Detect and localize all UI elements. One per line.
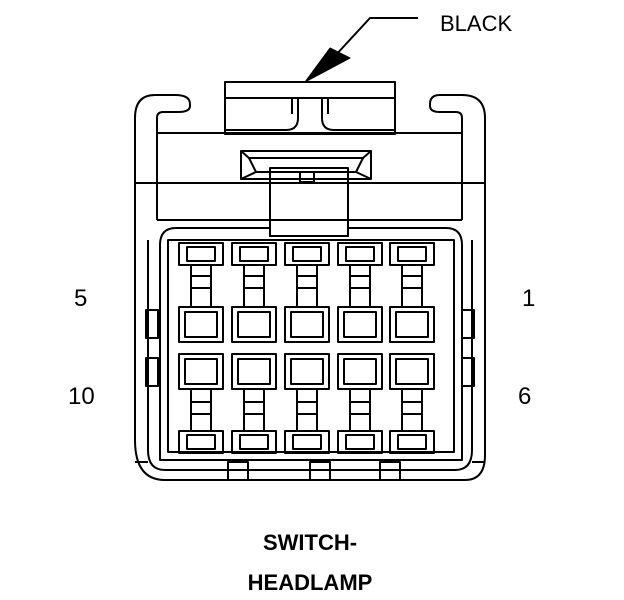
pin-cavity-part (397, 246, 427, 262)
pin-cavity-part (243, 264, 265, 308)
pin-label-6: 6 (518, 383, 531, 410)
title-line-2: HEADLAMP (248, 570, 373, 595)
pin-cavity-part (190, 388, 212, 432)
pin-cavity-part (343, 358, 377, 385)
pin-cavity-part (337, 306, 383, 343)
pin-cavity-part (337, 430, 383, 454)
pin-cavity-part (292, 434, 322, 450)
pin-cavity-part (237, 358, 271, 385)
callout-leader (304, 17, 418, 83)
latch (224, 81, 396, 135)
pin-cavity-part (296, 264, 318, 308)
pin-cavity-part (178, 430, 224, 454)
pin-cavity-part (237, 311, 271, 338)
pin-cavity-part (401, 388, 423, 432)
pin-cavity-part (395, 311, 429, 338)
pin-label-1: 1 (522, 285, 535, 312)
connector-body (134, 94, 486, 481)
housing-band (135, 132, 485, 237)
title-line-1: SWITCH- (263, 530, 357, 555)
pin-cavity-part (389, 306, 435, 343)
callout-text: BLACK (440, 11, 512, 36)
pin-cavity-part (239, 434, 269, 450)
pin-cavity-part (239, 246, 269, 262)
pin-cavity-part (231, 430, 277, 454)
pin-cavity-part (284, 430, 330, 454)
labels: 5 1 10 6 BLACK SWITCH- HEADLAMP (68, 11, 535, 595)
pin-cavity-part (397, 434, 427, 450)
pin-cavity-part (349, 388, 371, 432)
pin-cavity-part (184, 358, 218, 385)
cavity-frame (145, 227, 475, 461)
pin-cavity-part (389, 430, 435, 454)
pin-label-5: 5 (74, 285, 87, 312)
pin-grid (178, 242, 435, 454)
pin-cavity-part (345, 434, 375, 450)
pin-cavity-part (395, 358, 429, 385)
pin-cavity-part (290, 311, 324, 338)
pin-cavity-part (243, 388, 265, 432)
pin-cavity-part (231, 306, 277, 343)
pin-label-10: 10 (68, 383, 95, 410)
pin-cavity-part (184, 311, 218, 338)
pin-cavity-part (178, 306, 224, 343)
pin-cavity-part (349, 264, 371, 308)
pin-cavity-part (296, 388, 318, 432)
pin-cavity-part (290, 358, 324, 385)
pin-cavity-part (345, 246, 375, 262)
pin-cavity-part (186, 246, 216, 262)
pin-cavity-part (284, 306, 330, 343)
pin-cavity-part (401, 264, 423, 308)
pin-cavity-part (190, 264, 212, 308)
pin-cavity-part (343, 311, 377, 338)
pin-cavity-part (186, 434, 216, 450)
pin-cavity-part (292, 246, 322, 262)
